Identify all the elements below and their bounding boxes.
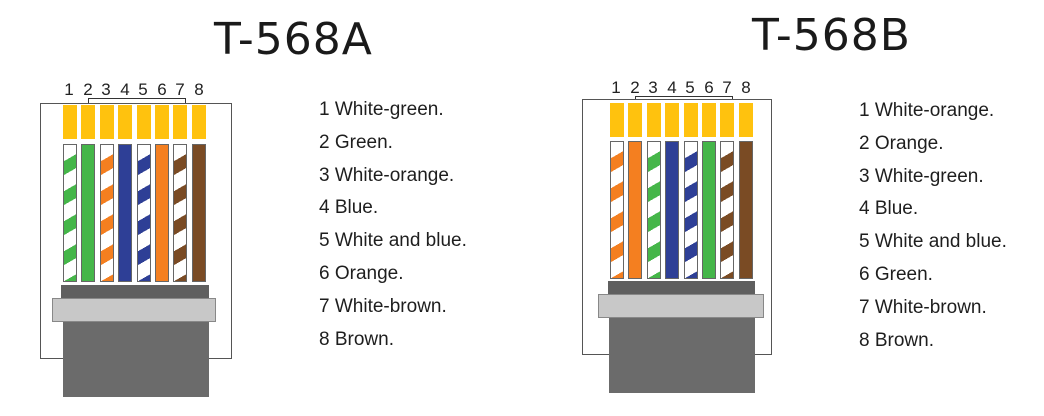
gold-contact <box>738 103 753 137</box>
plug-latch-dark <box>61 285 209 301</box>
pin-number-8: 8 <box>741 78 751 97</box>
wire-4 <box>665 141 680 279</box>
gold-contact <box>610 103 624 137</box>
legend-item: 5 White and blue. <box>319 230 467 252</box>
wire-7 <box>173 144 188 282</box>
pin-number-5: 5 <box>138 80 148 99</box>
plug-latch-light <box>52 298 216 322</box>
legend-item: 5 White and blue. <box>859 231 1007 253</box>
diagram-title: T-568A <box>214 14 373 65</box>
pin-number-5: 5 <box>685 78 695 97</box>
wire-1 <box>610 141 624 279</box>
pin-number-7: 7 <box>722 78 732 97</box>
legend-item: 2 Green. <box>319 131 393 153</box>
gold-contact <box>665 103 680 137</box>
gold-contact <box>99 105 114 139</box>
wire-2 <box>81 144 96 282</box>
legend-item: 1 White-green. <box>319 99 444 120</box>
legend-item: 4 Blue. <box>319 197 379 219</box>
wire-5 <box>683 141 698 279</box>
legend-item: 3 White-green. <box>859 165 984 187</box>
gold-contact <box>173 105 188 139</box>
wire-7 <box>720 141 735 279</box>
legend-item: 7 White-brown. <box>859 296 987 318</box>
gold-contact <box>628 103 643 137</box>
legend-item: 6 Orange. <box>319 262 404 284</box>
pin-number-1: 1 <box>64 80 74 99</box>
gold-contact <box>191 105 206 139</box>
pin-number-8: 8 <box>194 80 204 99</box>
pin-number-2: 2 <box>83 80 93 99</box>
gold-contact <box>683 103 698 137</box>
wire-6 <box>155 144 169 282</box>
pin-number-row: 1 2 3 4 5 6 7 8 <box>609 78 759 98</box>
pin-number-4: 4 <box>667 78 677 97</box>
gold-contact <box>118 105 133 139</box>
legend-item: 8 Brown. <box>319 328 394 350</box>
wire-8 <box>738 141 753 279</box>
gold-contact <box>646 103 661 137</box>
diagram-title: T-568B <box>752 10 911 61</box>
pin-number-row: 1 2 3 4 5 6 7 8 <box>62 80 212 100</box>
pin-number-3: 3 <box>648 78 658 97</box>
gold-contact <box>720 103 735 137</box>
pin-number-7: 7 <box>175 80 185 99</box>
pin-number-6: 6 <box>704 78 714 97</box>
gold-contact <box>702 103 716 137</box>
plug-latch-dark <box>608 281 755 297</box>
plug-latch-light <box>598 294 764 318</box>
pin-number-1: 1 <box>611 78 621 97</box>
plug-boot <box>63 322 209 397</box>
t568b-panel: T-568B 1 2 3 4 5 6 7 8 1 White-orange. <box>582 10 1007 393</box>
wire-5 <box>136 144 151 282</box>
legend-item: 4 Blue. <box>859 198 919 220</box>
legend-item: 3 White-orange. <box>319 164 455 186</box>
pin-number-3: 3 <box>101 80 111 99</box>
gold-contact <box>136 105 151 139</box>
wire-legend: 1 White-orange. 2 Orange. 3 White-green.… <box>859 95 1007 357</box>
pin-number-6: 6 <box>157 80 167 99</box>
wire-legend: 1 White-green. 2 Green. 3 White-orange. … <box>319 94 467 356</box>
wire-4 <box>118 144 133 282</box>
pin-number-4: 4 <box>120 80 130 99</box>
legend-item: 8 Brown. <box>859 329 934 351</box>
gold-contact <box>81 105 96 139</box>
legend-item: 6 Green. <box>859 263 933 285</box>
legend-item: 2 Orange. <box>859 132 944 154</box>
pin-number-2: 2 <box>630 78 640 97</box>
plug-boot <box>609 318 755 393</box>
legend-item: 7 White-brown. <box>319 295 447 317</box>
wire-3 <box>99 144 114 282</box>
wire-8 <box>191 144 206 282</box>
wire-1 <box>63 144 77 282</box>
wire-3 <box>646 141 661 279</box>
gold-contact <box>63 105 77 139</box>
wire-6 <box>702 141 716 279</box>
legend-item: 1 White-orange. <box>859 100 995 121</box>
gold-contact <box>155 105 169 139</box>
t568a-panel: T-568A 1 2 3 4 5 6 7 8 1 White-green. <box>40 14 467 397</box>
wire-2 <box>628 141 643 279</box>
